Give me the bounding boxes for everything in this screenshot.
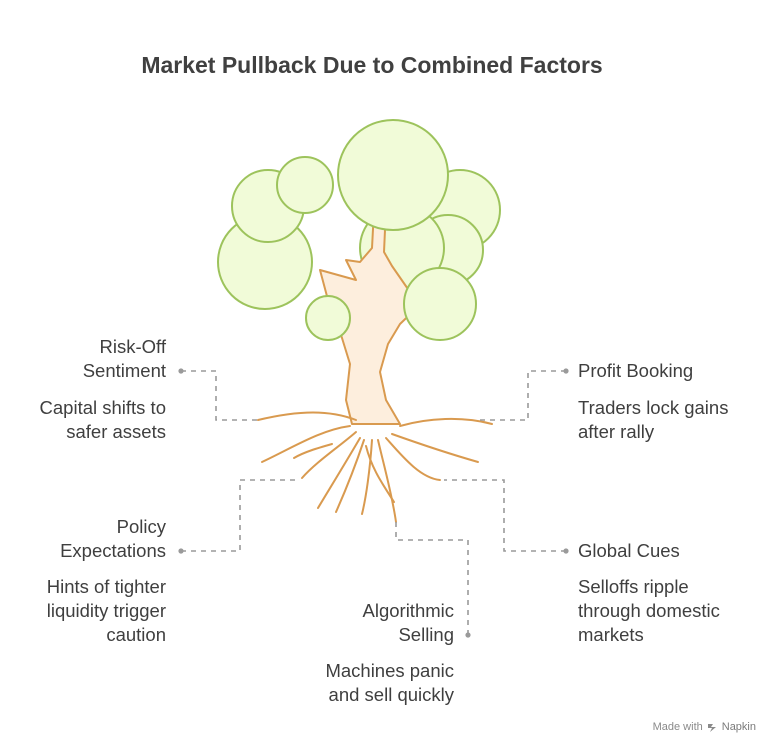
factor-algorithmic-heading: Algorithmic Selling <box>362 600 455 645</box>
factor-profit-booking-description: Traders lock gains after rally <box>578 397 729 442</box>
tree-roots <box>257 411 493 523</box>
connector-risk-off <box>181 370 262 421</box>
footer-brand: Napkin <box>721 721 756 733</box>
connector-profit-booking <box>478 370 566 421</box>
tree-foliage-front <box>305 119 477 341</box>
factor-global-cues-heading: Global Cues <box>578 540 680 561</box>
footer-attribution: Made with Napkin <box>653 721 756 733</box>
connector-algorithmic <box>395 520 469 635</box>
connectors <box>181 370 566 635</box>
factor-algorithmic-description: Machines panic and sell quickly <box>325 660 454 705</box>
factor-policy-heading: Policy Expectations <box>60 516 166 561</box>
diagram-title: Market Pullback Due to Combined Factors <box>141 52 603 78</box>
napkin-logo-icon <box>707 723 716 732</box>
factor-risk-off-heading: Risk-Off Sentiment <box>82 336 166 381</box>
connector-global-cues <box>444 479 566 552</box>
factor-profit-booking-heading: Profit Booking <box>578 360 694 381</box>
footer-prefix: Made with <box>652 721 703 733</box>
connector-dots <box>178 368 569 638</box>
connector-policy <box>181 479 300 552</box>
factor-global-cues-description: Selloffs ripple through domestic markets <box>578 576 720 645</box>
factor-policy-description: Hints of tighter liquidity trigger cauti… <box>46 576 166 645</box>
factor-risk-off-description: Capital shifts to safer assets <box>39 397 166 442</box>
